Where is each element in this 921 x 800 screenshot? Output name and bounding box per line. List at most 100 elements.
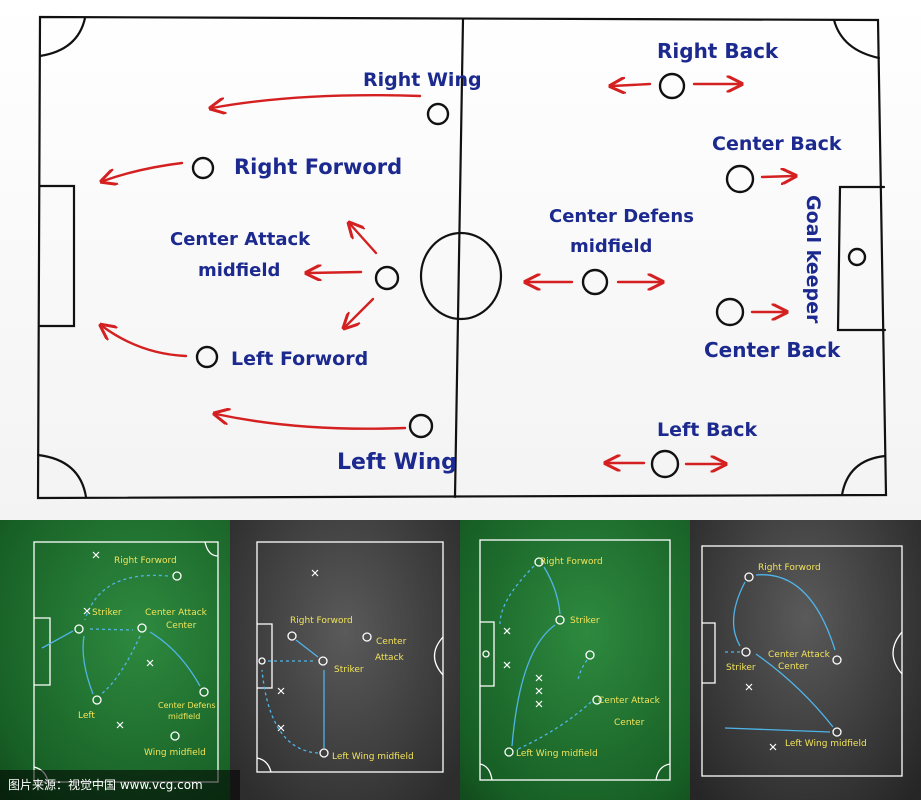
thumb1-player-wm bbox=[170, 731, 180, 741]
thumb1-pass-6 bbox=[84, 574, 169, 621]
thumb2-x-3 bbox=[277, 724, 285, 732]
thumb4-player-center bbox=[832, 655, 842, 665]
main-field-svg: Right Wing Right Forword Center Attack m… bbox=[36, 15, 888, 500]
label-center-back-top: Center Back bbox=[712, 133, 842, 155]
thumb1-label-st: Striker bbox=[92, 608, 122, 618]
thumb3-arc-bottom-left bbox=[479, 763, 493, 781]
player-left-back bbox=[650, 449, 680, 479]
movement-arrows bbox=[102, 84, 794, 464]
player-goal-keeper bbox=[847, 247, 867, 267]
thumb4-x-2 bbox=[769, 743, 777, 751]
corner-arc-bottom-left bbox=[36, 453, 88, 499]
thumbnail-dark-4: Right Forword Center Attack Center Strik… bbox=[690, 520, 921, 800]
left-goal-box bbox=[38, 184, 76, 328]
thumb2-player-gk bbox=[258, 657, 266, 665]
thumb4-player-st bbox=[741, 647, 751, 657]
main-tactics-board: Right Wing Right Forword Center Attack m… bbox=[0, 0, 921, 520]
label-left-back: Left Back bbox=[657, 419, 758, 441]
thumb4-label-ca: Center Attack bbox=[768, 650, 831, 660]
corner-arc-top-right bbox=[832, 18, 881, 60]
thumb4-pass-1 bbox=[732, 581, 746, 647]
label-left-wing: Left Wing bbox=[337, 450, 457, 475]
thumb3-label-center: Center bbox=[614, 718, 645, 728]
thumb2-arc-bottom bbox=[256, 757, 272, 773]
thumb1-goal-box bbox=[34, 617, 51, 686]
arrow-right-forward bbox=[103, 161, 184, 181]
thumb3-label-st: Striker bbox=[570, 616, 600, 626]
thumb1-label-cd: Center Defens bbox=[158, 701, 216, 710]
label-center-attack-line2: midfield bbox=[198, 260, 280, 281]
corner-arc-top-left bbox=[38, 16, 87, 58]
thumb4-pass-4 bbox=[724, 727, 831, 733]
halfway-line bbox=[453, 17, 465, 499]
player-right-back bbox=[658, 72, 686, 100]
player-markers bbox=[191, 72, 867, 479]
arrow-center-attack-left bbox=[308, 272, 363, 273]
player-left-wing bbox=[408, 413, 434, 439]
thumb2-field bbox=[256, 541, 444, 773]
thumb3-player-lw bbox=[504, 747, 514, 757]
thumb2-label-st: Striker bbox=[334, 665, 364, 675]
thumb1-player-lf bbox=[92, 695, 102, 705]
arrow-center-attack-down bbox=[345, 297, 375, 327]
thumb3-x-3 bbox=[535, 674, 543, 682]
thumb4-player-rf bbox=[744, 572, 754, 582]
thumb3-player-st bbox=[555, 615, 565, 625]
source-watermark: 图片来源：视觉中国 www.vcg.com bbox=[0, 770, 240, 800]
thumb4-x-1 bbox=[745, 683, 753, 691]
thumb1-svg: Right Forword Striker Center Attack Cent… bbox=[33, 541, 219, 783]
arrow-right-back-left bbox=[612, 84, 652, 86]
thumb2-player-rf bbox=[287, 631, 297, 641]
thumb1-x-3 bbox=[146, 659, 154, 667]
thumb3-pass-5 bbox=[515, 701, 592, 751]
thumb4-label-center: Center bbox=[778, 662, 809, 672]
thumb3-pass-2 bbox=[543, 566, 561, 615]
thumbnail-dark-2: Right Forword Center Attack Striker Left… bbox=[230, 520, 460, 800]
thumb2-x-2 bbox=[277, 687, 285, 695]
thumb3-label-ca: Center Attack bbox=[598, 696, 661, 706]
thumb2-x-1 bbox=[311, 569, 319, 577]
thumb2-label-lw: Left Wing midfield bbox=[332, 752, 414, 762]
thumb1-field bbox=[33, 541, 219, 783]
thumb3-field bbox=[479, 539, 671, 781]
thumbnail-green-1: Right Forword Striker Center Attack Cent… bbox=[0, 520, 230, 800]
label-goal-keeper: Goal keeper bbox=[802, 195, 824, 324]
thumb2-penalty-arc bbox=[433, 636, 444, 676]
thumb4-svg: Right Forword Center Attack Center Strik… bbox=[701, 545, 903, 777]
thumb1-pass-3 bbox=[99, 635, 141, 696]
thumb3-pass-1 bbox=[499, 565, 535, 625]
thumb2-player-st bbox=[318, 656, 328, 666]
thumb1-player-ca bbox=[137, 623, 147, 633]
thumb1-pass-5 bbox=[149, 631, 201, 687]
thumb1-label-wm: Wing midfield bbox=[144, 748, 206, 758]
thumb2-label-attack: Attack bbox=[375, 653, 405, 663]
thumb4-label-lw: Left Wing midfield bbox=[785, 739, 867, 749]
thumb3-goal-box bbox=[480, 621, 495, 687]
arrow-left-wing bbox=[216, 414, 407, 430]
thumb1-player-rf bbox=[172, 571, 182, 581]
thumb1-x-4 bbox=[116, 721, 124, 729]
thumb1-label-mid: midfield bbox=[168, 712, 200, 721]
thumb4-label-rf: Right Forword bbox=[758, 563, 821, 573]
thumb2-label-rf: Right Forword bbox=[290, 616, 353, 626]
thumb2-player-lw bbox=[319, 748, 329, 758]
thumb4-goal-box bbox=[702, 622, 716, 684]
thumb1-label-rf: Right Forword bbox=[114, 556, 177, 566]
label-center-back-bottom: Center Back bbox=[704, 338, 841, 362]
thumb4-label-st: Striker bbox=[726, 663, 756, 673]
thumb3-player-gk bbox=[482, 650, 490, 658]
field-lines bbox=[36, 15, 888, 500]
label-center-defense-line2: midfield bbox=[570, 236, 652, 257]
label-center-defense-line1: Center Defens bbox=[549, 206, 694, 227]
label-left-forward: Left Forword bbox=[231, 348, 368, 370]
thumb1-x-2 bbox=[83, 607, 91, 615]
thumb2-player-center bbox=[362, 632, 372, 642]
thumb1-arc-top bbox=[204, 541, 219, 557]
thumb4-pass-3 bbox=[755, 653, 834, 728]
label-center-attack-line1: Center Attack bbox=[170, 229, 311, 250]
player-right-forward bbox=[191, 156, 215, 180]
player-center-defense bbox=[581, 268, 609, 296]
label-right-back: Right Back bbox=[657, 39, 779, 63]
field-boundary bbox=[36, 15, 888, 500]
player-left-forward bbox=[195, 345, 219, 369]
